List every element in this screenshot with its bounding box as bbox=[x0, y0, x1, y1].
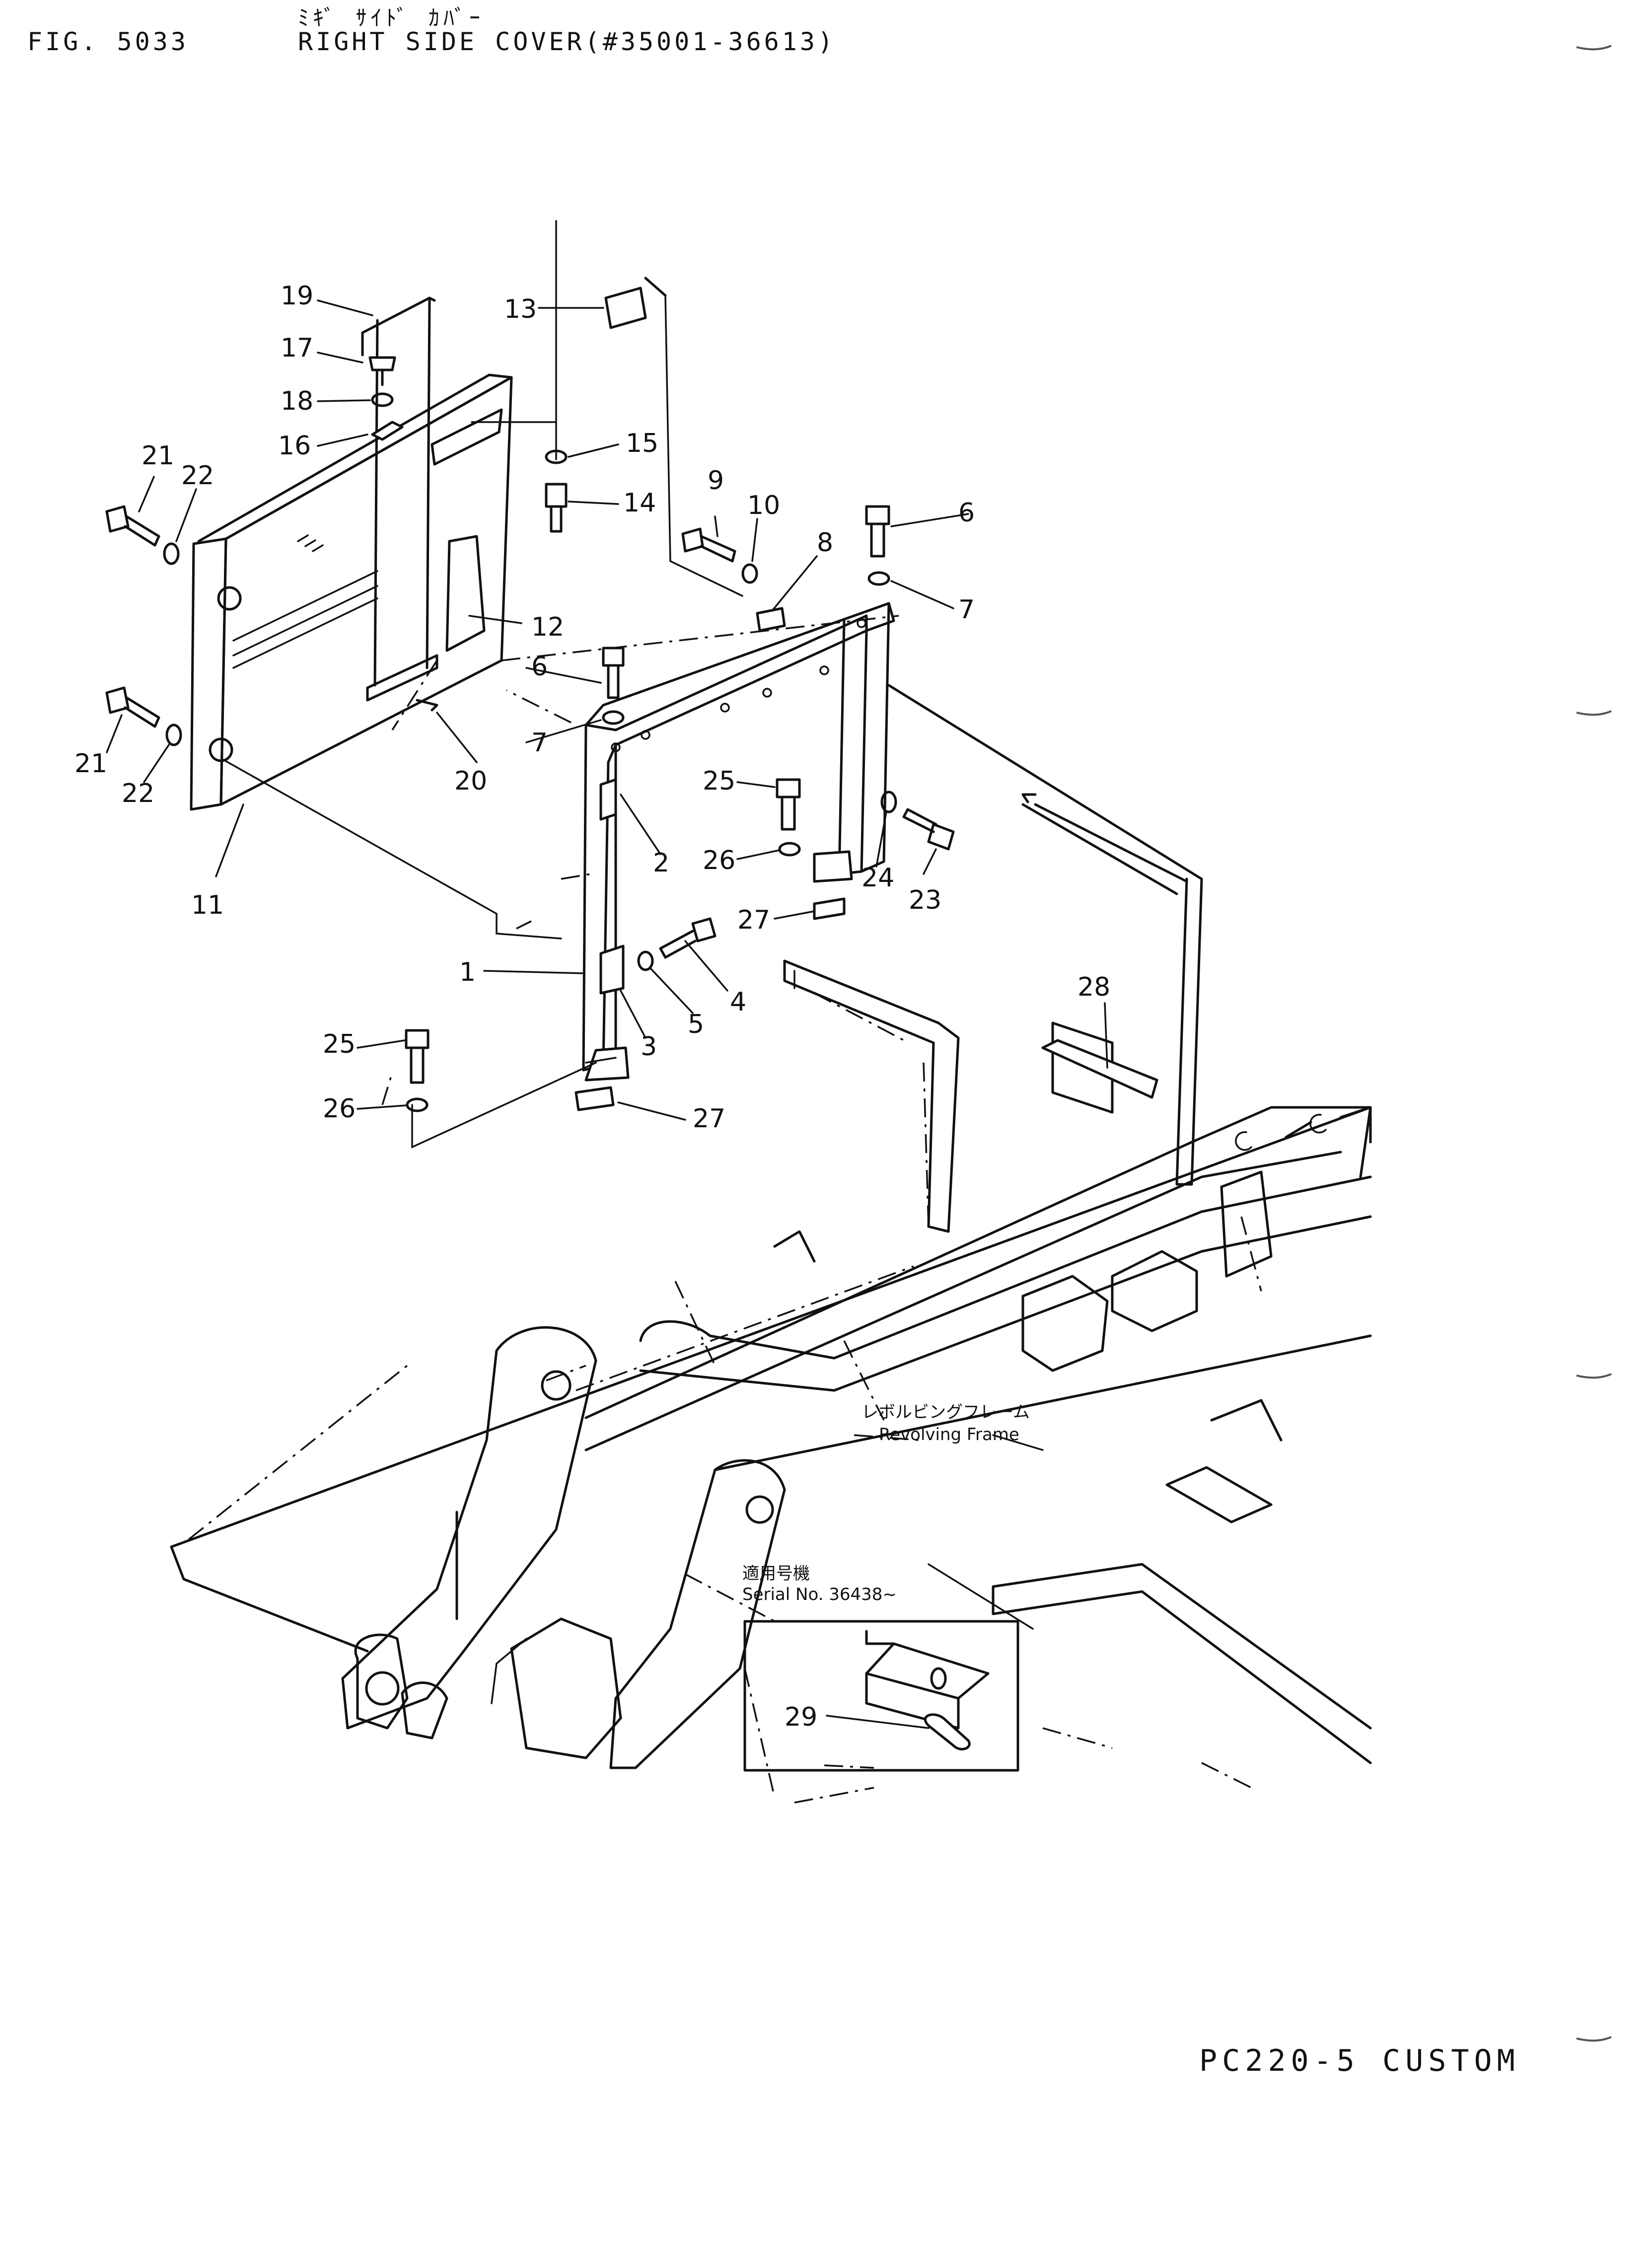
callout-numbers: 19 17 18 16 13 15 14 9 10 8 6 7 12 6 7 2… bbox=[74, 281, 1110, 1732]
callout-24: 24 bbox=[862, 863, 894, 893]
callout-27-mid: 27 bbox=[737, 905, 770, 935]
callout-6-top: 6 bbox=[958, 498, 975, 528]
callout-26-mid: 26 bbox=[703, 846, 735, 875]
callout-10: 10 bbox=[747, 491, 780, 520]
side-cover-panel bbox=[190, 299, 513, 811]
notes: レボルビングフレーム Revolving Frame 適用号機 Serial N… bbox=[742, 1402, 1030, 1604]
callout-27-low: 27 bbox=[693, 1104, 725, 1134]
callout-28: 28 bbox=[1077, 972, 1110, 1002]
callout-18: 18 bbox=[281, 386, 313, 416]
callout-22-bottom: 22 bbox=[122, 779, 154, 808]
callout-4: 4 bbox=[730, 987, 746, 1017]
callout-5: 5 bbox=[688, 1010, 704, 1039]
callout-16: 16 bbox=[278, 431, 311, 461]
callout-17: 17 bbox=[281, 333, 313, 363]
figure-number: FIG. 5033 bbox=[27, 27, 189, 56]
callout-13: 13 bbox=[504, 294, 537, 324]
callout-12: 12 bbox=[531, 612, 564, 642]
callout-1: 1 bbox=[459, 957, 476, 987]
callout-29: 29 bbox=[785, 1702, 817, 1732]
callout-8: 8 bbox=[817, 528, 833, 558]
serial-note: Serial No. 36438~ bbox=[742, 1585, 897, 1604]
callout-22-top: 22 bbox=[181, 461, 214, 491]
revolving-frame-label: Revolving Frame bbox=[879, 1425, 1019, 1445]
revolving-frame-label-jp: レボルビングフレーム bbox=[862, 1402, 1030, 1422]
callout-19: 19 bbox=[281, 281, 313, 311]
callout-11: 11 bbox=[191, 890, 224, 920]
callout-15: 15 bbox=[626, 429, 658, 458]
callout-7-mid: 7 bbox=[531, 728, 548, 758]
revolving-frame bbox=[170, 1106, 1372, 1764]
callout-14: 14 bbox=[623, 488, 656, 518]
serial-inset bbox=[743, 1620, 1019, 1772]
centre-lines bbox=[188, 615, 1262, 1804]
leader-lines bbox=[106, 299, 1108, 1729]
callout-20: 20 bbox=[454, 766, 487, 796]
assembly-lines bbox=[222, 220, 743, 1149]
boom-brackets bbox=[341, 1326, 786, 1769]
callout-23: 23 bbox=[909, 885, 941, 915]
hardware bbox=[105, 277, 1158, 1112]
callout-9: 9 bbox=[708, 466, 724, 496]
title-japanese: ﾐｷﾞ ｻｲﾄﾞ ｶﾊﾞｰ bbox=[298, 5, 484, 31]
cover-frame bbox=[582, 602, 895, 1082]
model-label: PC220-5 CUSTOM bbox=[1199, 2043, 1520, 2078]
callout-25-mid: 25 bbox=[703, 766, 735, 796]
callout-3: 3 bbox=[641, 1032, 657, 1062]
callout-6-mid: 6 bbox=[531, 652, 548, 682]
serial-note-jp: 適用号機 bbox=[742, 1564, 810, 1584]
callout-7-top: 7 bbox=[958, 595, 975, 625]
rear-frame bbox=[783, 684, 1203, 1233]
callout-26-low: 26 bbox=[323, 1094, 356, 1124]
callout-25-low: 25 bbox=[323, 1029, 356, 1059]
scan-marks bbox=[1576, 45, 1612, 2042]
callout-2: 2 bbox=[653, 848, 669, 878]
figure-title: RIGHT SIDE COVER(#35001-36613) bbox=[298, 27, 836, 56]
callout-21-bottom: 21 bbox=[74, 749, 107, 779]
callout-21-top: 21 bbox=[142, 441, 174, 471]
rod-19 bbox=[361, 296, 436, 357]
